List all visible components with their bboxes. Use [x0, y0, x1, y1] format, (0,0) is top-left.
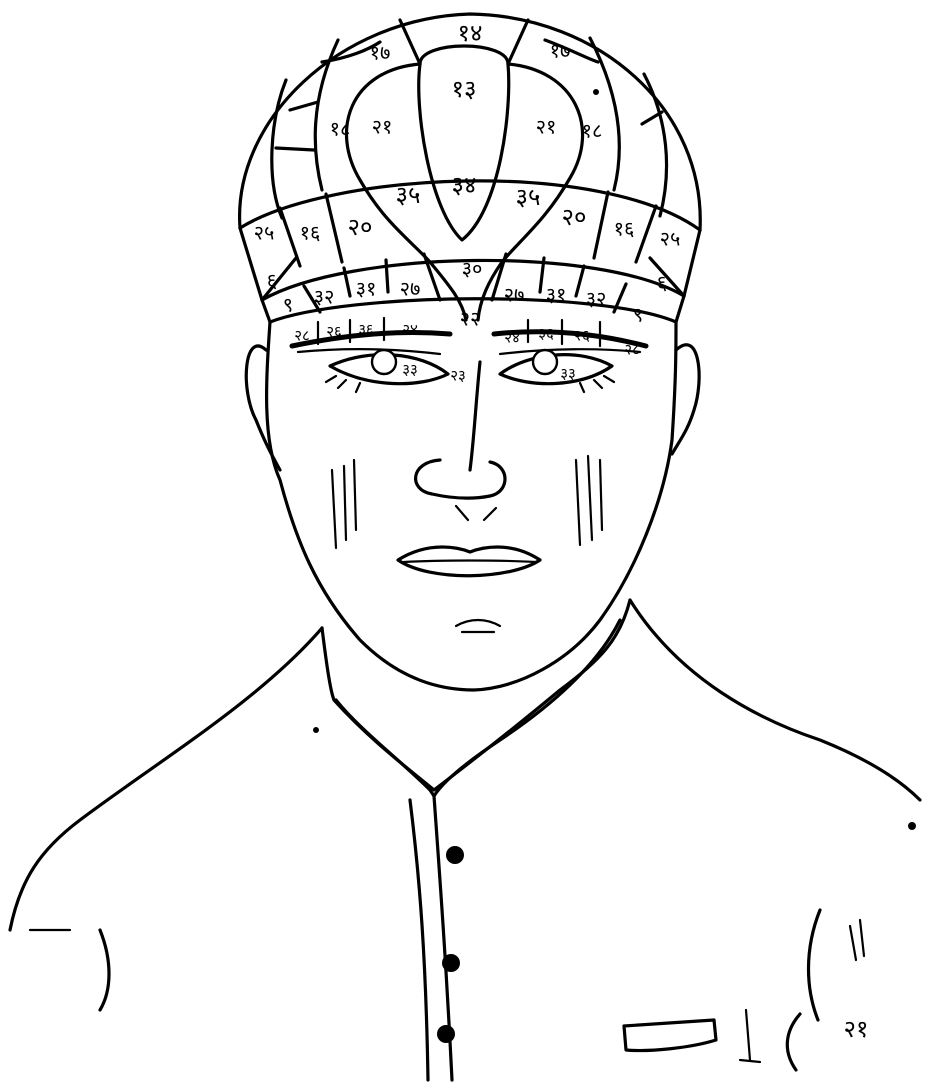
label-right-9: ९ [633, 303, 643, 327]
label-left-25: २५ [254, 221, 275, 245]
label-right-25: २५ [660, 227, 681, 251]
label-left-20: २० [348, 213, 373, 241]
label-left-16: १६ [300, 221, 321, 245]
label-center-22: २२ [460, 307, 481, 331]
label-brow-right-26: २६ [574, 327, 590, 345]
body-outline [10, 600, 920, 1080]
label-left-32: ३२ [314, 285, 335, 309]
label-top-left: १७ [370, 41, 391, 65]
label-corner-mark: २१ [844, 1015, 869, 1043]
label-crown-inner: १३ [452, 75, 477, 103]
label-eye-left-33: ३३ [402, 361, 418, 379]
label-left-9: ९ [283, 293, 293, 317]
label-brow-left-36: ३६ [358, 321, 374, 339]
label-right-6: ६ [657, 271, 667, 295]
label-brow-left-28: २८ [294, 327, 310, 345]
label-top-right: १७ [550, 39, 571, 63]
label-mid-right-35: ३५ [516, 183, 541, 211]
eyes-and-brows [292, 332, 646, 392]
label-brow-left-24: २४ [402, 321, 418, 339]
label-upper-right-b: १८ [582, 119, 603, 143]
label-mid-left-35: ३५ [396, 181, 421, 209]
label-brow-right-24: २४ [504, 329, 520, 347]
label-right-20: २० [562, 203, 587, 231]
label-eye-center-23: २३ [450, 367, 466, 385]
label-right-32: ३२ [586, 287, 607, 311]
label-center-30: ३० [462, 257, 483, 281]
label-upper-left-a: १८ [330, 117, 351, 141]
cheek-texture [332, 456, 864, 1060]
label-top-center: १४ [458, 19, 483, 47]
label-right-31: ३१ [546, 283, 567, 307]
label-left-31: ३१ [356, 277, 377, 301]
label-right-27: २७ [504, 283, 525, 307]
label-left-6: ६ [267, 269, 277, 293]
label-brow-right-36: ३६ [538, 325, 554, 343]
label-upper-left-b: २१ [372, 115, 393, 139]
label-brow-right-28: २८ [624, 341, 640, 359]
label-left-27: २७ [400, 277, 421, 301]
label-eye-right-33: ३३ [560, 365, 576, 383]
label-upper-right-a: २१ [536, 115, 557, 139]
label-right-16: १६ [614, 217, 635, 241]
label-mid-center-34: ३४ [452, 171, 477, 199]
label-brow-left-26: २६ [326, 323, 342, 341]
